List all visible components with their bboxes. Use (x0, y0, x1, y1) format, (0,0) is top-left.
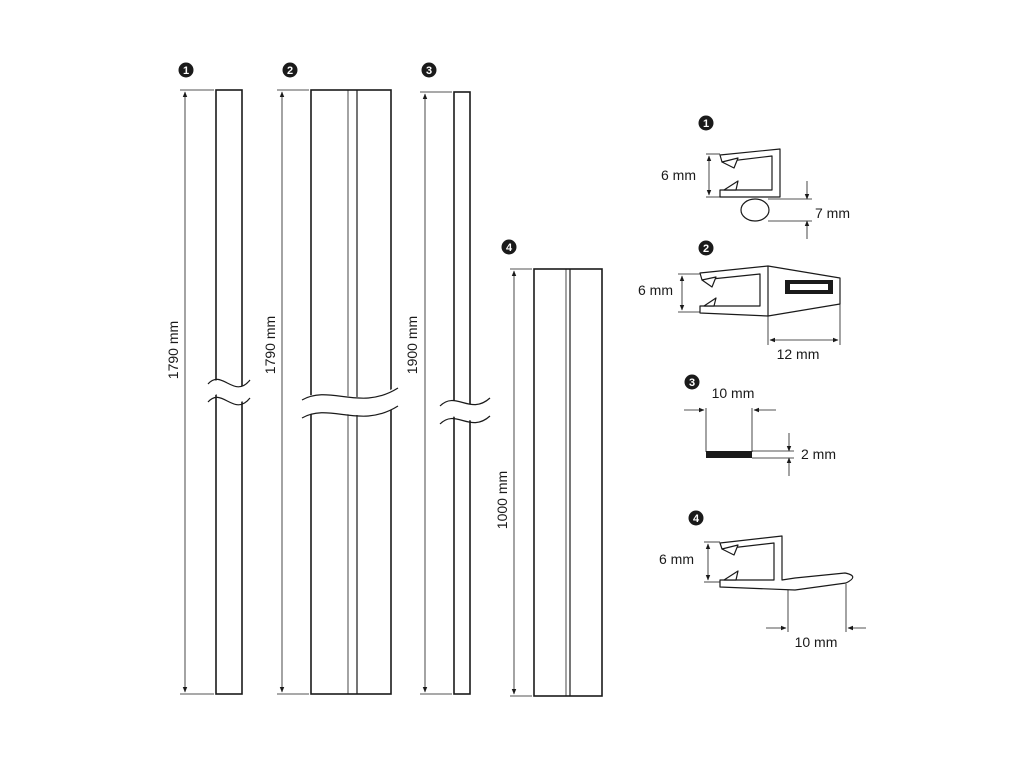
profile-3-width-label: 10 mm (712, 385, 755, 401)
profile-2-channel (699, 265, 841, 317)
profile-1-bulb (740, 198, 770, 222)
profile-4-fin-label: 10 mm (795, 634, 838, 650)
profile-1: 1 6 mm 7 mm (661, 115, 850, 239)
strip-2-body (310, 89, 392, 695)
strip-3-break (434, 397, 496, 425)
profile-4-number: 4 (693, 513, 700, 525)
profile-3-strip (706, 451, 752, 458)
strip-3: 3 1900 mm (404, 62, 496, 695)
profile-2-width-label: 12 mm (777, 346, 820, 362)
number-3-label: 3 (426, 65, 432, 77)
profile-1-height-label: 6 mm (661, 167, 696, 183)
strip-3-body (453, 91, 471, 695)
number-4-label: 4 (506, 242, 513, 254)
profile-3-number: 3 (689, 377, 695, 389)
profile-4-badge: 4 (688, 510, 704, 526)
strip-3-dimension (420, 91, 452, 695)
strip-1-length-label: 1790 mm (165, 321, 181, 379)
number-badge-1: 1 (178, 62, 194, 78)
strip-3-length-label: 1900 mm (404, 316, 420, 374)
profile-3-badge: 3 (684, 374, 700, 390)
number-1-label: 1 (183, 65, 189, 77)
profile-4-height-label: 6 mm (659, 551, 694, 567)
strip-2-dimension (277, 89, 309, 695)
number-2-label: 2 (287, 65, 293, 77)
strip-4: 4 1000 mm (494, 239, 603, 697)
strip-1-break (202, 378, 256, 406)
profile-4: 4 6 mm 10 mm (659, 510, 866, 650)
number-badge-2: 2 (282, 62, 298, 78)
profile-2-badge: 2 (698, 240, 714, 256)
number-badge-3: 3 (421, 62, 437, 78)
profile-4-channel (719, 535, 854, 591)
profile-2: 2 6 mm 12 mm (638, 240, 841, 362)
profile-1-number: 1 (703, 118, 709, 130)
strip-4-length-label: 1000 mm (494, 471, 510, 529)
number-badge-4: 4 (501, 239, 517, 255)
profile-2-number: 2 (703, 243, 709, 255)
profile-3-thickness-label: 2 mm (801, 446, 836, 462)
strip-2: 2 1790 mm (262, 62, 403, 695)
strip-2-break (297, 387, 403, 419)
profile-1-channel (719, 148, 781, 198)
profile-1-badge: 1 (698, 115, 714, 131)
strip-4-dimension (510, 268, 532, 697)
strip-4-body (533, 268, 603, 697)
strip-1: 1 1790 mm (165, 62, 256, 695)
profile-1-bulb-label: 7 mm (815, 205, 850, 221)
strip-2-length-label: 1790 mm (262, 316, 278, 374)
profile-2-height-label: 6 mm (638, 282, 673, 298)
profile-3: 3 10 mm 2 mm (684, 374, 836, 476)
strip-1-dimension (180, 89, 214, 695)
